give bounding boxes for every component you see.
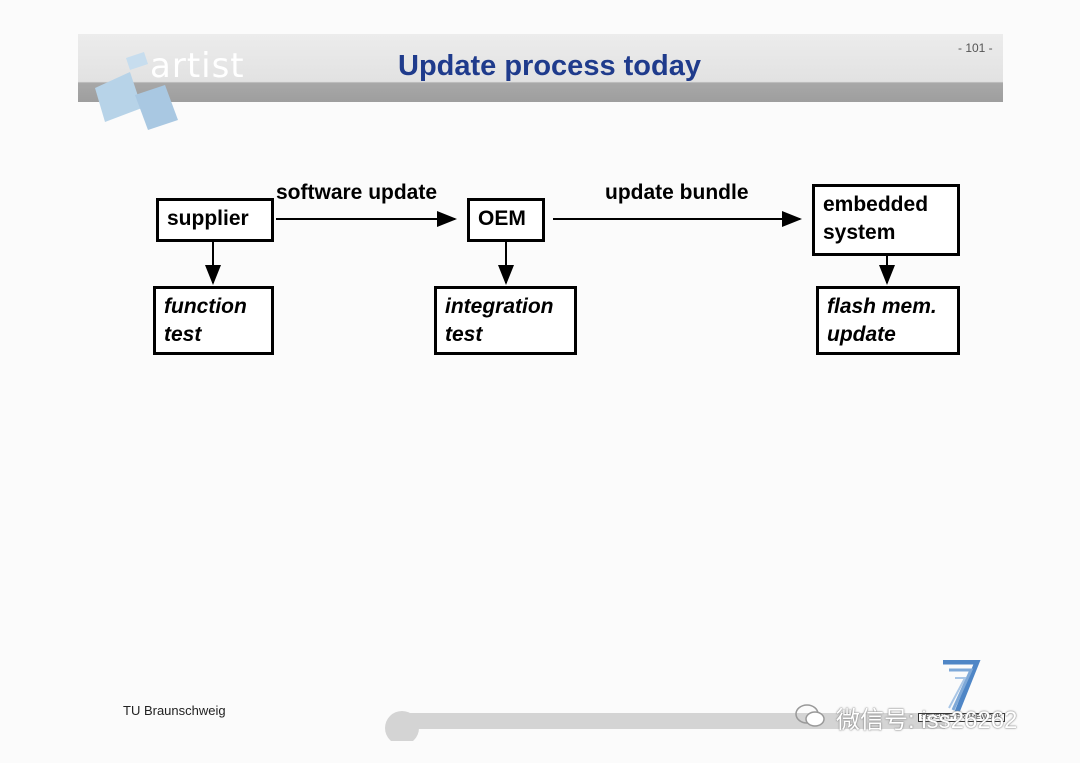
function-test-line1: function — [164, 295, 247, 318]
wechat-watermark: 微信号: iss26262 — [836, 707, 1018, 734]
embedded-system-line2: system — [823, 221, 896, 244]
slide-title: Update process today — [398, 50, 701, 82]
software-update-label: software update — [276, 181, 438, 204]
flash-mem-update-line2: update — [827, 323, 896, 346]
integration-test-line2: test — [445, 323, 483, 346]
integration-test-line1: integration — [445, 295, 554, 318]
wechat-icon — [795, 704, 825, 727]
flash-mem-update-line1: flash mem. — [827, 295, 937, 318]
fp7-logo — [943, 660, 981, 713]
supplier-box: supplier — [156, 198, 274, 242]
update-bundle-label: update bundle — [605, 181, 749, 204]
page-number: - 101 - — [958, 41, 993, 55]
artist-logo-text: artist — [150, 46, 245, 86]
function-test-box: function test — [153, 286, 274, 355]
flash-mem-update-box: flash mem. update — [816, 286, 960, 355]
embedded-system-box: embedded system — [812, 184, 960, 256]
embedded-system-line1: embedded — [823, 193, 929, 216]
artist-logo-shapes — [95, 52, 178, 130]
integration-test-box: integration test — [434, 286, 577, 355]
supplier-label: supplier — [167, 207, 249, 230]
oem-label: OEM — [478, 207, 526, 230]
function-test-line2: test — [164, 323, 202, 346]
oem-box: OEM — [467, 198, 545, 242]
header-bar — [78, 34, 1003, 102]
footer-institution: TU Braunschweig — [123, 703, 226, 718]
fp7-label: SEVENTH FRAMEWORK — [918, 713, 1006, 722]
